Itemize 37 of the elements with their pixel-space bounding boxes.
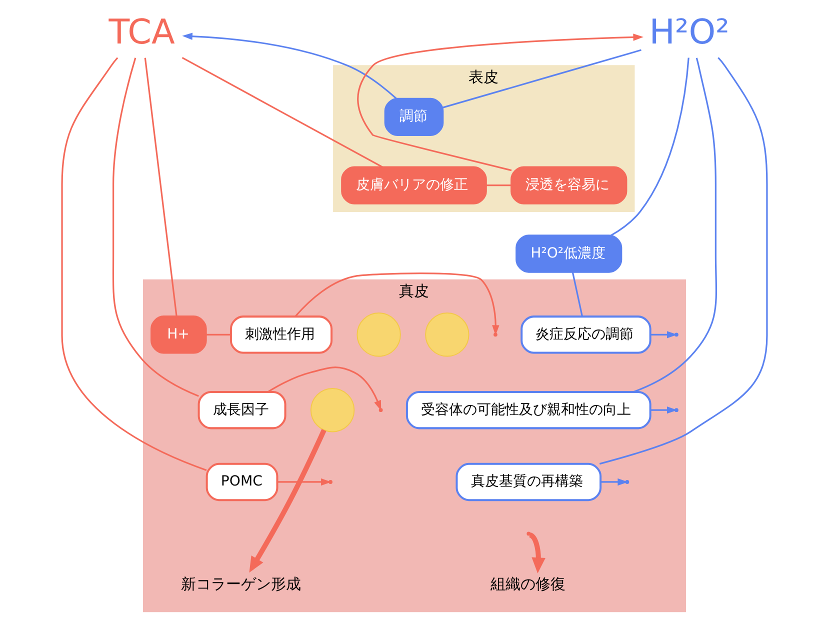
- connector: [442, 49, 641, 108]
- connector: [571, 272, 583, 317]
- arrow: [356, 34, 644, 172]
- node-box: H²O²低濃度: [515, 234, 622, 273]
- node-circle: [356, 312, 400, 357]
- node-box: 刺激性作用: [229, 316, 332, 354]
- node-box: 皮膚バリアの修正: [340, 166, 486, 204]
- node-circle: [424, 312, 469, 357]
- node-circle: [310, 388, 354, 432]
- connector: [632, 58, 717, 393]
- arrow: [248, 429, 326, 573]
- connector: [610, 58, 689, 236]
- arrow: [528, 532, 545, 574]
- node-text: H²O²: [648, 12, 729, 53]
- connector: [144, 58, 177, 316]
- connector: [205, 334, 230, 336]
- connector: [112, 58, 198, 397]
- node-text: TCA: [108, 12, 174, 53]
- connector: [181, 57, 382, 168]
- node-box: 成長因子: [197, 390, 286, 430]
- arrow: [294, 272, 499, 336]
- node-box: H+: [150, 316, 206, 354]
- node-box: 受容体の可能性及び親和性の向上: [405, 390, 651, 430]
- connector: [598, 57, 768, 465]
- node-box: 炎症反応の調節: [520, 316, 651, 354]
- node-box: 調節: [384, 98, 444, 136]
- connector: [486, 184, 511, 186]
- arrow: [276, 478, 331, 486]
- node-text: 新コラーゲン形成: [180, 574, 301, 593]
- arrow: [266, 366, 381, 411]
- node-box: 浸透を容易に: [510, 166, 627, 204]
- node-text: 組織の修復: [490, 574, 565, 593]
- node-box: 真皮基質の再構築: [455, 462, 602, 502]
- arrow: [182, 32, 396, 100]
- connector: [60, 57, 206, 471]
- node-box: POMC: [205, 462, 278, 502]
- arrow: [600, 478, 628, 486]
